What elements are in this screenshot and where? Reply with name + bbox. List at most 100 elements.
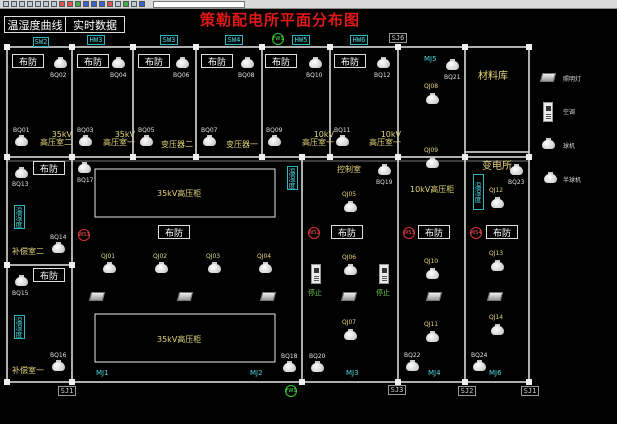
print-icon[interactable]: [27, 1, 33, 7]
top-tag[interactable]: SJ6: [389, 33, 407, 43]
probe-camera-icon[interactable]: [140, 135, 153, 146]
light-icon[interactable]: [425, 292, 443, 301]
fan-bottom[interactable]: FW1: [285, 385, 297, 397]
probe-camera-icon[interactable]: [311, 361, 324, 372]
dome-camera-icon[interactable]: [103, 262, 116, 273]
water-sensor[interactable]: WS4: [470, 227, 482, 239]
last-icon[interactable]: [99, 1, 105, 7]
forward-icon[interactable]: [83, 1, 89, 7]
arm-button[interactable]: 布防: [138, 54, 170, 68]
temp-humidity-tag[interactable]: 温湿度: [473, 174, 484, 210]
probe-camera-icon[interactable]: [377, 57, 390, 68]
top-tag[interactable]: SW2: [33, 37, 49, 47]
probe-camera-icon[interactable]: [15, 275, 28, 286]
probe-camera-icon[interactable]: [52, 242, 65, 253]
light-icon[interactable]: [259, 292, 277, 301]
dome-camera-icon[interactable]: [426, 331, 439, 342]
probe-camera-icon[interactable]: [203, 135, 216, 146]
air-conditioner-icon[interactable]: [379, 264, 389, 284]
light-icon[interactable]: [88, 292, 106, 301]
settings-icon[interactable]: [131, 1, 137, 7]
dome-camera-icon[interactable]: [155, 262, 168, 273]
copy-icon[interactable]: [43, 1, 49, 7]
probe-camera-icon[interactable]: [54, 57, 67, 68]
probe-camera-icon[interactable]: [510, 164, 523, 175]
stop-icon[interactable]: [107, 1, 113, 7]
back-icon[interactable]: [75, 1, 81, 7]
light-icon[interactable]: [176, 292, 194, 301]
arm-button[interactable]: 布防: [33, 161, 65, 175]
probe-camera-icon[interactable]: [406, 360, 419, 371]
dome-camera-icon[interactable]: [426, 157, 439, 168]
top-tag[interactable]: SW4: [225, 35, 243, 45]
top-tag[interactable]: HW3: [87, 35, 105, 45]
probe-camera-icon[interactable]: [79, 135, 92, 146]
door-label[interactable]: MJ6: [489, 369, 502, 377]
dome-camera-icon[interactable]: [426, 93, 439, 104]
door-label[interactable]: MJ5: [424, 55, 437, 63]
probe-camera-icon[interactable]: [15, 135, 28, 146]
probe-camera-icon[interactable]: [78, 162, 91, 173]
zoom-select[interactable]: [153, 0, 245, 8]
arm-button[interactable]: 布防: [331, 225, 363, 239]
first-icon[interactable]: [91, 1, 97, 7]
light-icon[interactable]: [340, 292, 358, 301]
bottom-tag[interactable]: SJ1: [58, 386, 76, 396]
door-label[interactable]: MJ2: [250, 369, 263, 377]
dome-camera-icon[interactable]: [344, 201, 357, 212]
probe-camera-icon[interactable]: [283, 361, 296, 372]
arm-button[interactable]: 布防: [158, 225, 190, 239]
water-sensor[interactable]: WS1: [78, 229, 90, 241]
door-label[interactable]: MJ3: [346, 369, 359, 377]
arm-button[interactable]: 布防: [201, 54, 233, 68]
paste-icon[interactable]: [51, 1, 57, 7]
top-tag[interactable]: SW3: [160, 35, 178, 45]
dome-camera-icon[interactable]: [491, 260, 504, 271]
arm-button[interactable]: 布防: [12, 54, 44, 68]
air-conditioner-icon[interactable]: [311, 264, 321, 284]
bottom-tag[interactable]: SJ3: [388, 385, 406, 395]
arm-button[interactable]: 布防: [265, 54, 297, 68]
probe-camera-icon[interactable]: [112, 57, 125, 68]
bottom-tag[interactable]: SJ2: [458, 386, 476, 396]
top-tag[interactable]: HW6: [350, 35, 368, 45]
light-icon[interactable]: [486, 292, 504, 301]
arm-button[interactable]: 布防: [77, 54, 109, 68]
probe-camera-icon[interactable]: [336, 135, 349, 146]
dome-camera-icon[interactable]: [491, 324, 504, 335]
probe-camera-icon[interactable]: [52, 360, 65, 371]
dome-camera-icon[interactable]: [208, 262, 221, 273]
probe-camera-icon[interactable]: [15, 167, 28, 178]
arm-button[interactable]: 布防: [334, 54, 366, 68]
realtime-data-button[interactable]: 实时数据: [65, 16, 125, 33]
grid-icon[interactable]: [115, 1, 121, 7]
bottom-tag[interactable]: SJ1: [521, 386, 539, 396]
arm-button[interactable]: 布防: [418, 225, 450, 239]
humidity-curve-button[interactable]: 温湿度曲线: [4, 16, 66, 33]
save-icon[interactable]: [19, 1, 25, 7]
zoom-icon[interactable]: [67, 1, 73, 7]
arm-button[interactable]: 布防: [33, 268, 65, 282]
probe-camera-icon[interactable]: [176, 57, 189, 68]
dome-camera-icon[interactable]: [259, 262, 272, 273]
help-icon[interactable]: [139, 1, 145, 7]
probe-camera-icon[interactable]: [473, 360, 486, 371]
door-label[interactable]: MJ4: [428, 369, 441, 377]
water-sensor[interactable]: WS3: [403, 227, 415, 239]
probe-camera-icon[interactable]: [446, 59, 459, 70]
probe-camera-icon[interactable]: [309, 57, 322, 68]
arm-button[interactable]: 布防: [486, 225, 518, 239]
temp-humidity-tag[interactable]: 温湿度: [287, 166, 298, 190]
file-icon[interactable]: [3, 1, 9, 7]
dome-camera-icon[interactable]: [344, 329, 357, 340]
temp-humidity-tag[interactable]: 温湿度: [14, 315, 25, 339]
dome-camera-icon[interactable]: [344, 264, 357, 275]
fan-top[interactable]: FW1: [272, 33, 284, 45]
open-icon[interactable]: [11, 1, 17, 7]
door-label[interactable]: MJ1: [96, 369, 109, 377]
dome-camera-icon[interactable]: [426, 268, 439, 279]
probe-camera-icon[interactable]: [378, 164, 391, 175]
dome-camera-icon[interactable]: [491, 197, 504, 208]
probe-camera-icon[interactable]: [241, 57, 254, 68]
temp-humidity-tag[interactable]: 温湿度: [14, 205, 25, 229]
